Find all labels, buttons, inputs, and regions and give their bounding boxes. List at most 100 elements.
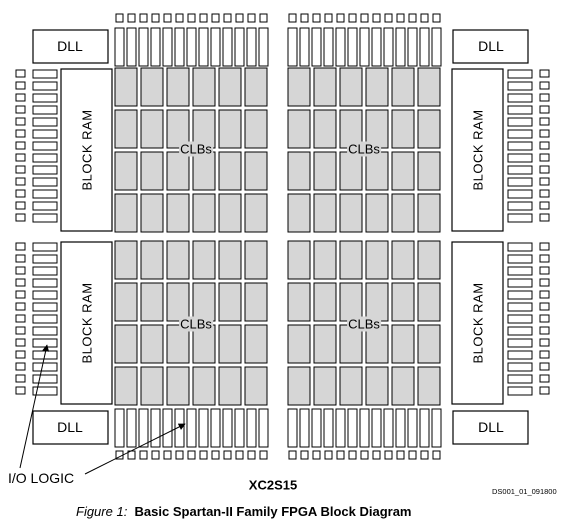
clb-cell xyxy=(365,151,389,191)
dll-top-left xyxy=(32,29,109,64)
left-io-block xyxy=(32,254,58,264)
clb-cell xyxy=(218,240,242,280)
clb-cell xyxy=(339,240,363,280)
bottom-io-block xyxy=(335,408,346,448)
top-io-block xyxy=(186,27,197,67)
clb-array xyxy=(114,67,441,406)
clb-cell xyxy=(365,193,389,233)
top-io-block xyxy=(150,27,161,67)
right-io-pad xyxy=(539,129,550,138)
left-io-pad xyxy=(15,290,26,299)
right-io-block xyxy=(507,201,533,211)
clb-cell xyxy=(140,324,164,364)
bottom-io-block xyxy=(407,408,418,448)
top-io-block xyxy=(371,27,382,67)
top-io-block xyxy=(395,27,406,67)
top-io-block xyxy=(323,27,334,67)
right-io-block xyxy=(507,165,533,175)
bottom-io-pad xyxy=(288,450,297,460)
clb-cell xyxy=(114,282,138,322)
right-io-block xyxy=(507,254,533,264)
left-io-block xyxy=(32,153,58,163)
clb-cell xyxy=(365,366,389,406)
left-io-pad xyxy=(15,338,26,347)
right-io-block xyxy=(507,278,533,288)
left-io-block xyxy=(32,362,58,372)
right-io-block xyxy=(507,338,533,348)
left-io-pad xyxy=(15,314,26,323)
clb-cell xyxy=(365,282,389,322)
top-io-pad xyxy=(420,13,429,23)
clb-cell xyxy=(244,240,268,280)
dll-bottom-right xyxy=(452,410,529,445)
clb-cell xyxy=(391,366,415,406)
top-io-pad xyxy=(199,13,208,23)
clb-cell xyxy=(114,193,138,233)
clb-cell xyxy=(114,109,138,149)
clb-cell xyxy=(218,67,242,107)
bottom-io-block xyxy=(323,408,334,448)
bottom-io-pad xyxy=(211,450,220,460)
left-io-pad xyxy=(15,302,26,311)
clb-cell xyxy=(339,193,363,233)
top-io-block xyxy=(419,27,430,67)
clb-cell xyxy=(287,324,311,364)
bottom-io-block xyxy=(198,408,209,448)
left-io-block xyxy=(32,81,58,91)
clb-cell xyxy=(417,324,441,364)
top-io-pad xyxy=(187,13,196,23)
top-io-pad xyxy=(432,13,441,23)
left-io-pad xyxy=(15,201,26,210)
dll-bottom-left xyxy=(32,410,109,445)
right-io-block xyxy=(507,153,533,163)
bottom-io-block xyxy=(114,408,125,448)
bottom-io-block xyxy=(347,408,358,448)
right-io-pad xyxy=(539,326,550,335)
clb-cell xyxy=(417,366,441,406)
bottom-io-block xyxy=(234,408,245,448)
bottom-io-pad xyxy=(300,450,309,460)
dll-and-block-ram-boxes xyxy=(32,29,529,445)
left-io-block xyxy=(32,93,58,103)
bottom-io-block xyxy=(359,408,370,448)
part-number: XC2S15 xyxy=(248,477,298,493)
left-io-pad xyxy=(15,350,26,359)
right-io-pad xyxy=(539,374,550,383)
top-io-pad xyxy=(115,13,124,23)
clb-cell xyxy=(244,67,268,107)
top-io-pad xyxy=(175,13,184,23)
clb-cell xyxy=(166,193,190,233)
right-io-pad xyxy=(539,290,550,299)
right-io-block xyxy=(507,302,533,312)
top-io-block xyxy=(174,27,185,67)
right-io-block xyxy=(507,374,533,384)
right-io-block xyxy=(507,81,533,91)
top-io-pad xyxy=(300,13,309,23)
bottom-io-pad xyxy=(336,450,345,460)
left-io-block xyxy=(32,326,58,336)
right-io-pad xyxy=(539,201,550,210)
clb-cell xyxy=(287,151,311,191)
left-io-block xyxy=(32,129,58,139)
clb-cell xyxy=(192,193,216,233)
bottom-io-pad xyxy=(408,450,417,460)
right-io-pad xyxy=(539,266,550,275)
right-io-block xyxy=(507,350,533,360)
top-io-block xyxy=(126,27,137,67)
right-io-pad xyxy=(539,93,550,102)
bottom-io-block xyxy=(150,408,161,448)
clb-cell xyxy=(339,67,363,107)
bottom-io-pad xyxy=(396,450,405,460)
clb-cell xyxy=(313,282,337,322)
top-io-pad xyxy=(372,13,381,23)
block-ram-upper-right xyxy=(451,68,504,232)
bottom-io-block xyxy=(222,408,233,448)
clb-cell xyxy=(391,193,415,233)
bottom-io-block xyxy=(186,408,197,448)
clb-cell xyxy=(166,366,190,406)
top-io-block xyxy=(299,27,310,67)
left-io-block xyxy=(32,213,58,223)
right-io-block xyxy=(507,93,533,103)
left-io-pad xyxy=(15,242,26,251)
top-io-block xyxy=(431,27,442,67)
